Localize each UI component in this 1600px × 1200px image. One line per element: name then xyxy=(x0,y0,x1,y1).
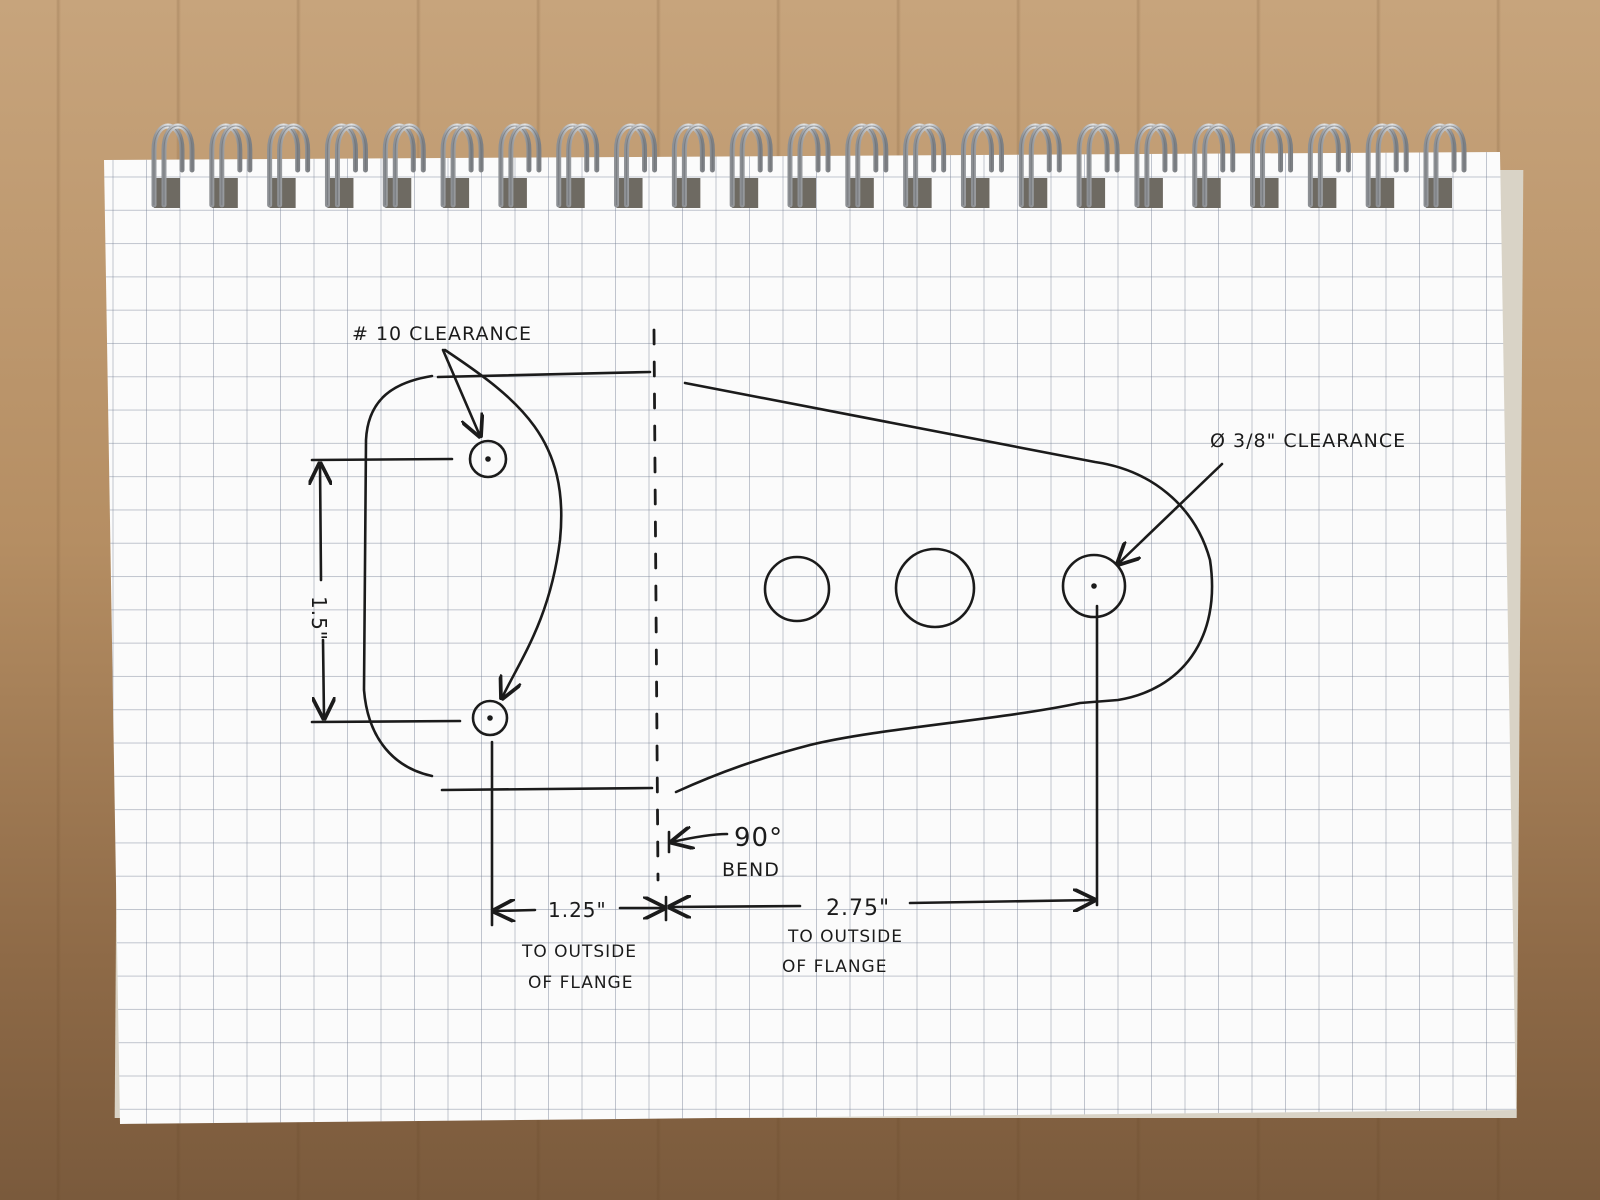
dim-1-25-left-arrow xyxy=(494,910,537,911)
spiral-ring xyxy=(787,123,831,208)
hole-large-2 xyxy=(894,547,976,629)
label-dim-1-5: 1.5" xyxy=(307,596,331,641)
spiral-ring xyxy=(903,123,947,208)
spiral-ring xyxy=(1423,123,1467,208)
leader-hole-10-upper xyxy=(441,348,480,436)
spiral-ring xyxy=(1250,123,1294,208)
hole-large-1 xyxy=(763,555,831,623)
hole-large-3 xyxy=(1061,553,1127,619)
left-flange-outline xyxy=(362,374,434,778)
dim-2-75-right-arrow xyxy=(908,900,1094,903)
spiral-ring xyxy=(960,123,1004,208)
spiral-ring xyxy=(1192,123,1236,208)
label-dim-2-75-note-2: OF FLANGE xyxy=(782,957,887,977)
spiral-ring xyxy=(671,123,715,208)
leader-hole-10-lower xyxy=(443,348,563,698)
spiral-ring xyxy=(556,123,600,208)
bend-line xyxy=(652,328,660,882)
dim-2-75-left-arrow xyxy=(670,906,802,907)
bottom-edge-line xyxy=(440,786,654,792)
label-dim-1-25: 1.25" xyxy=(548,898,607,922)
bend-leader xyxy=(672,834,729,842)
label-bend: BEND xyxy=(722,859,780,881)
hole-10-upper xyxy=(468,439,508,479)
spiral-binding xyxy=(151,123,1467,208)
spiral-ring xyxy=(1076,123,1120,208)
label-dim-1-25-note-1: TO OUTSIDE xyxy=(521,942,637,962)
spiral-ring xyxy=(614,123,658,208)
label-dim-2-75: 2.75" xyxy=(826,896,890,921)
spiral-ring xyxy=(1018,123,1062,208)
label-hole-3-8-clearance: Ø 3/8" CLEARANCE xyxy=(1210,430,1406,452)
spiral-ring xyxy=(440,123,484,208)
spiral-ring xyxy=(209,123,253,208)
hole-10-lower xyxy=(471,699,509,737)
label-dim-2-75-note-1: TO OUTSIDE xyxy=(787,927,903,947)
leader-hole-3-8 xyxy=(1118,462,1224,564)
right-tab-outline xyxy=(674,381,1214,794)
spiral-ring xyxy=(729,123,773,208)
label-hole-10-clearance: # 10 CLEARANCE xyxy=(352,323,532,345)
spiral-ring xyxy=(151,123,195,208)
dim-1-5-upper-arrow xyxy=(320,464,321,582)
label-dim-1-25-note-2: OF FLANGE xyxy=(528,973,633,993)
spiral-ring xyxy=(324,123,368,208)
top-edge-line xyxy=(436,370,652,379)
spiral-ring xyxy=(498,123,542,208)
spiral-ring xyxy=(267,123,311,208)
spiral-ring xyxy=(1134,123,1178,208)
spiral-ring xyxy=(1365,123,1409,208)
spiral-ring xyxy=(1307,123,1351,208)
dim-1-5-lower-arrow xyxy=(323,638,324,718)
spiral-ring xyxy=(845,123,889,208)
spiral-ring xyxy=(382,123,426,208)
label-bend-angle: 90° xyxy=(734,823,783,853)
